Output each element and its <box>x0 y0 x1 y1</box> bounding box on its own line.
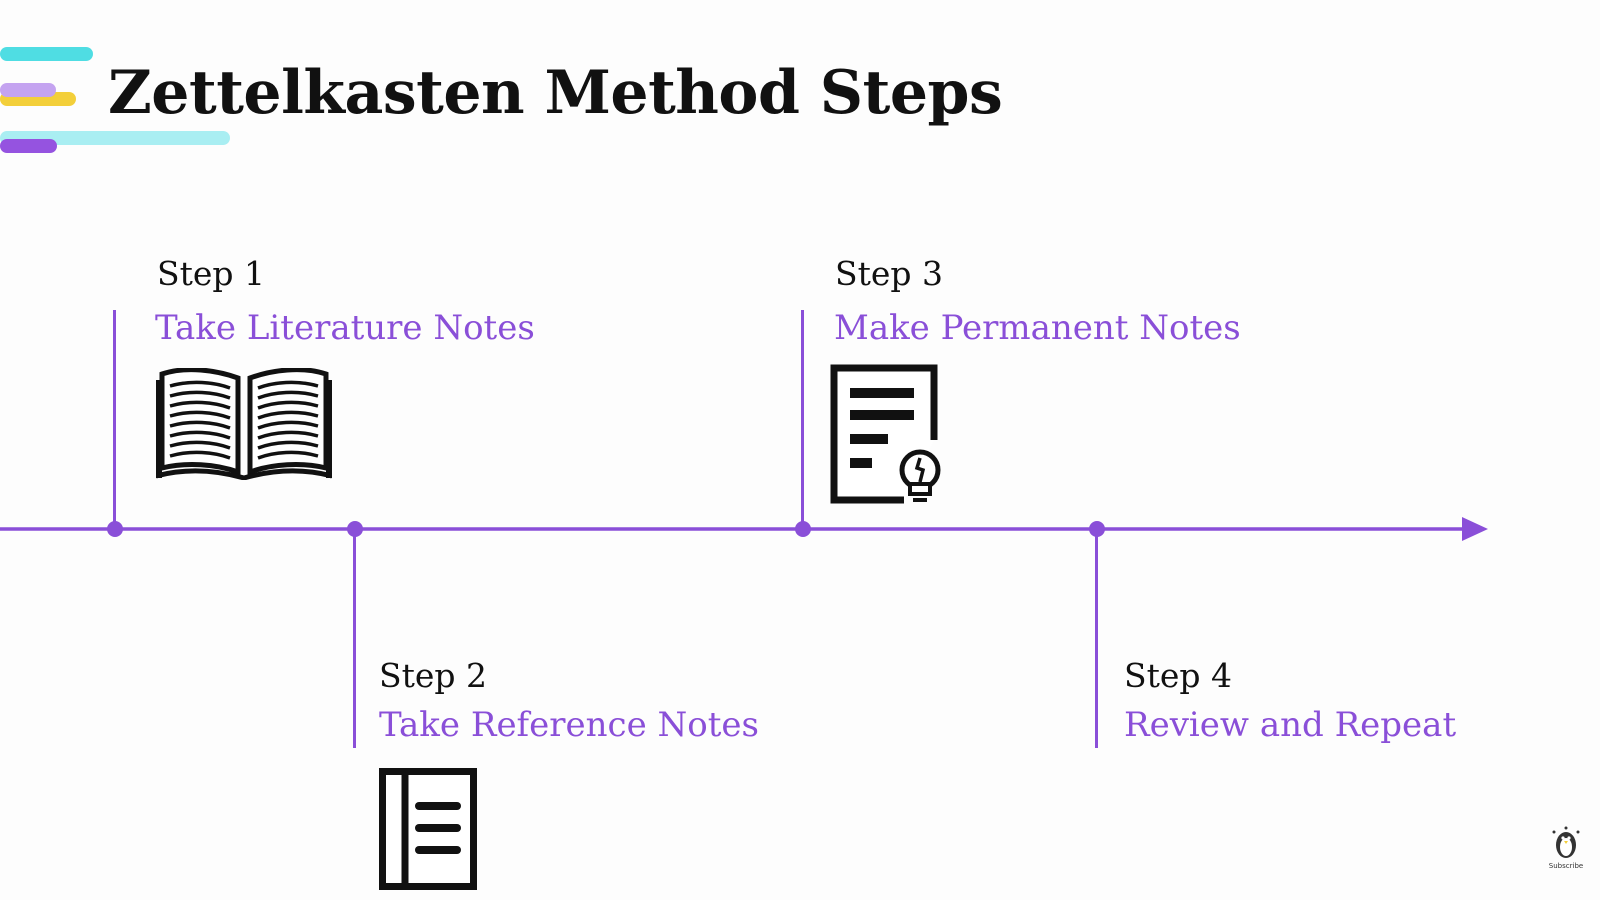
subscribe-label: Subscribe <box>1548 862 1584 870</box>
decor-bar-lavender <box>0 83 56 97</box>
step-3-label: Step 3 <box>835 254 944 293</box>
decor-bar-cyan <box>0 47 93 61</box>
step-2-name: Take Reference Notes <box>379 705 759 745</box>
connector-step-3 <box>801 310 804 529</box>
penguin-icon <box>1552 826 1580 858</box>
page-title: Zettelkasten Method Steps <box>108 58 1003 128</box>
connector-step-1 <box>113 310 116 529</box>
step-3-name: Make Permanent Notes <box>834 308 1241 348</box>
connector-step-4 <box>1095 529 1098 748</box>
timeline-arrowhead <box>1462 517 1488 541</box>
subscribe-badge[interactable]: Subscribe <box>1546 826 1586 876</box>
step-1-label: Step 1 <box>157 254 266 293</box>
step-1-name: Take Literature Notes <box>155 308 535 348</box>
timeline-node-step-1 <box>107 521 123 537</box>
document-lightbulb-icon <box>830 364 941 504</box>
connector-step-2 <box>353 529 356 748</box>
notebook-icon <box>379 768 477 890</box>
step-4-name: Review and Repeat <box>1124 705 1457 745</box>
decor-bar-purple <box>0 139 57 153</box>
step-2-label: Step 2 <box>379 656 488 695</box>
decor-bar-light-cyan <box>0 131 230 145</box>
step-4-label: Step 4 <box>1124 656 1233 695</box>
timeline-node-step-3 <box>795 521 811 537</box>
open-book-icon <box>156 368 332 480</box>
